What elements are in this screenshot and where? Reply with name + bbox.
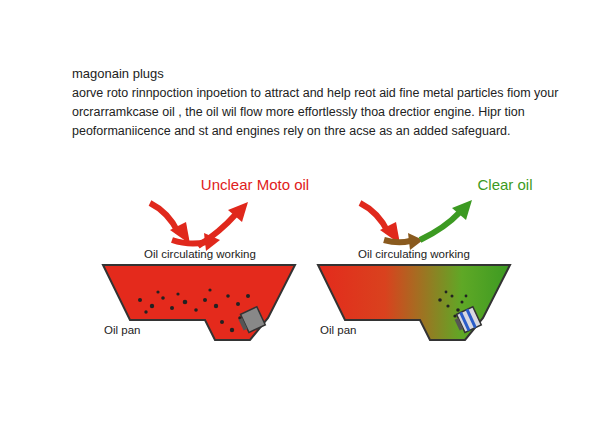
pan-label: Oil pan	[320, 324, 356, 336]
oil-pan-dirty	[103, 265, 295, 340]
circulation-label: Oil circulating working	[358, 248, 470, 260]
heading: magonain plugs	[72, 66, 164, 81]
circulation-label: Oil circulating working	[144, 248, 256, 260]
paragraph: aorve roto rinnpoction inpoetion to attr…	[72, 84, 572, 141]
oil-pan-clean	[318, 265, 510, 340]
pan-label: Oil pan	[104, 324, 140, 336]
clean-oil-label: Clear oil	[477, 176, 532, 193]
flow-arrows	[150, 200, 472, 251]
dirty-oil-label: Unclear Moto oil	[201, 176, 309, 193]
